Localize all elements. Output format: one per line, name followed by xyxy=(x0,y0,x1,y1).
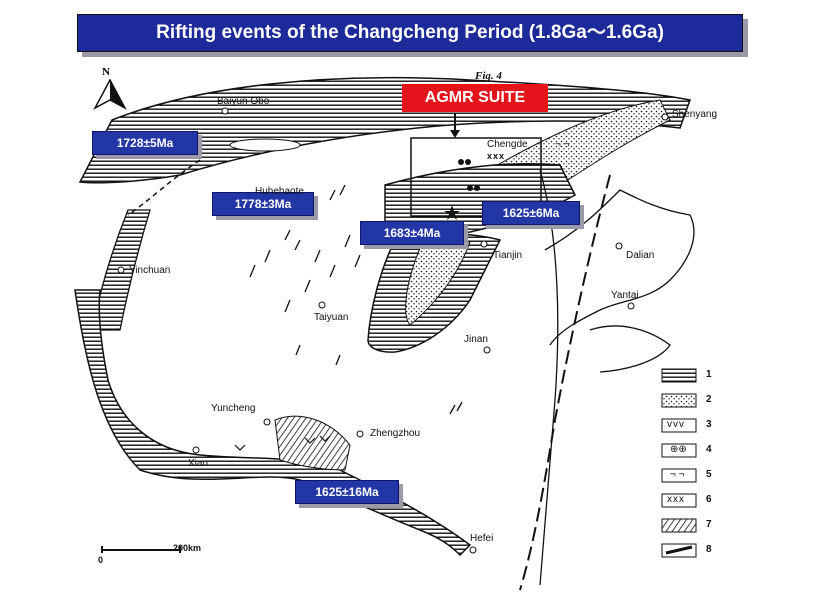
scale-bar xyxy=(101,546,181,553)
scale-start-label: 0 xyxy=(98,555,104,565)
age-label-1778: 1778±3Ma xyxy=(212,192,314,216)
legend-label-8: 8 xyxy=(706,544,712,555)
legend-symbol-6: xxx xyxy=(667,494,685,505)
page-title: Rifting events of the Changcheng Period … xyxy=(77,14,743,52)
southern-diag-zone xyxy=(274,415,351,471)
age-label-1683: 1683±4Ma xyxy=(360,221,464,245)
legend-label-5: 5 xyxy=(706,469,712,480)
place-tianjin: Tianjin xyxy=(493,250,523,261)
legend-label-1: 1 xyxy=(706,369,712,380)
legend-label-7: 7 xyxy=(706,519,712,530)
craton-dashed-boundary xyxy=(127,159,201,216)
place-zhengzhou: Zhengzhou xyxy=(370,428,421,439)
age-label-1625-south: 1625±16Ma xyxy=(295,480,399,504)
place-yantai: Yantai xyxy=(611,290,639,301)
legend-label-4: 4 xyxy=(706,444,712,455)
legend-symbol-5-on-map: ¬ ¬ xyxy=(555,139,570,150)
place-dalian: Dalian xyxy=(626,250,655,261)
age-label-1728: 1728±5Ma xyxy=(92,131,198,155)
scale-end-label: 200km xyxy=(173,543,202,553)
legend-swatches xyxy=(661,368,697,558)
legend-label-2: 2 xyxy=(706,394,712,405)
coastline xyxy=(544,189,695,346)
chengde-dots xyxy=(458,159,480,191)
coastline-south xyxy=(589,325,671,373)
north-label: N xyxy=(102,66,110,78)
place-huhehaote: Huhehaote xyxy=(255,186,304,197)
place-jinan: Jinan xyxy=(464,334,488,345)
place-yinchuan: Yinchuan xyxy=(129,265,171,276)
star-icon xyxy=(444,205,460,220)
place-taiyuan: Taiyuan xyxy=(314,312,349,323)
place-hefei: Hefei xyxy=(470,533,494,544)
dike-swarm xyxy=(249,184,463,415)
legend-symbol-xxx-on-map: xxx xyxy=(487,151,506,161)
agmr-suite-label: AGMR SUITE xyxy=(402,84,548,112)
figure-label: Fig. 4 xyxy=(475,70,502,82)
age-label-1625-east: 1625±6Ma xyxy=(482,201,580,225)
volcanic-marks xyxy=(234,435,331,451)
place-yuncheng: Yuncheng xyxy=(211,403,256,414)
legend-symbol-5: ¬ ¬ xyxy=(670,469,685,480)
place-baiyun-obo: Baiyun Obo xyxy=(217,96,270,107)
legend-label-6: 6 xyxy=(706,494,712,505)
legend-label-3: 3 xyxy=(706,419,712,430)
place-chengde: Chengde xyxy=(487,139,528,150)
agmr-box xyxy=(410,137,542,217)
place-xian: Xian xyxy=(188,458,209,469)
place-shenyang: Shenyang xyxy=(672,109,718,120)
city-markers xyxy=(117,107,669,554)
craton-boundary xyxy=(539,169,559,586)
legend-symbol-4: ⊕⊕ xyxy=(670,444,687,455)
legend-symbol-3: vvv xyxy=(667,419,685,430)
tanlu-fault xyxy=(519,174,611,591)
